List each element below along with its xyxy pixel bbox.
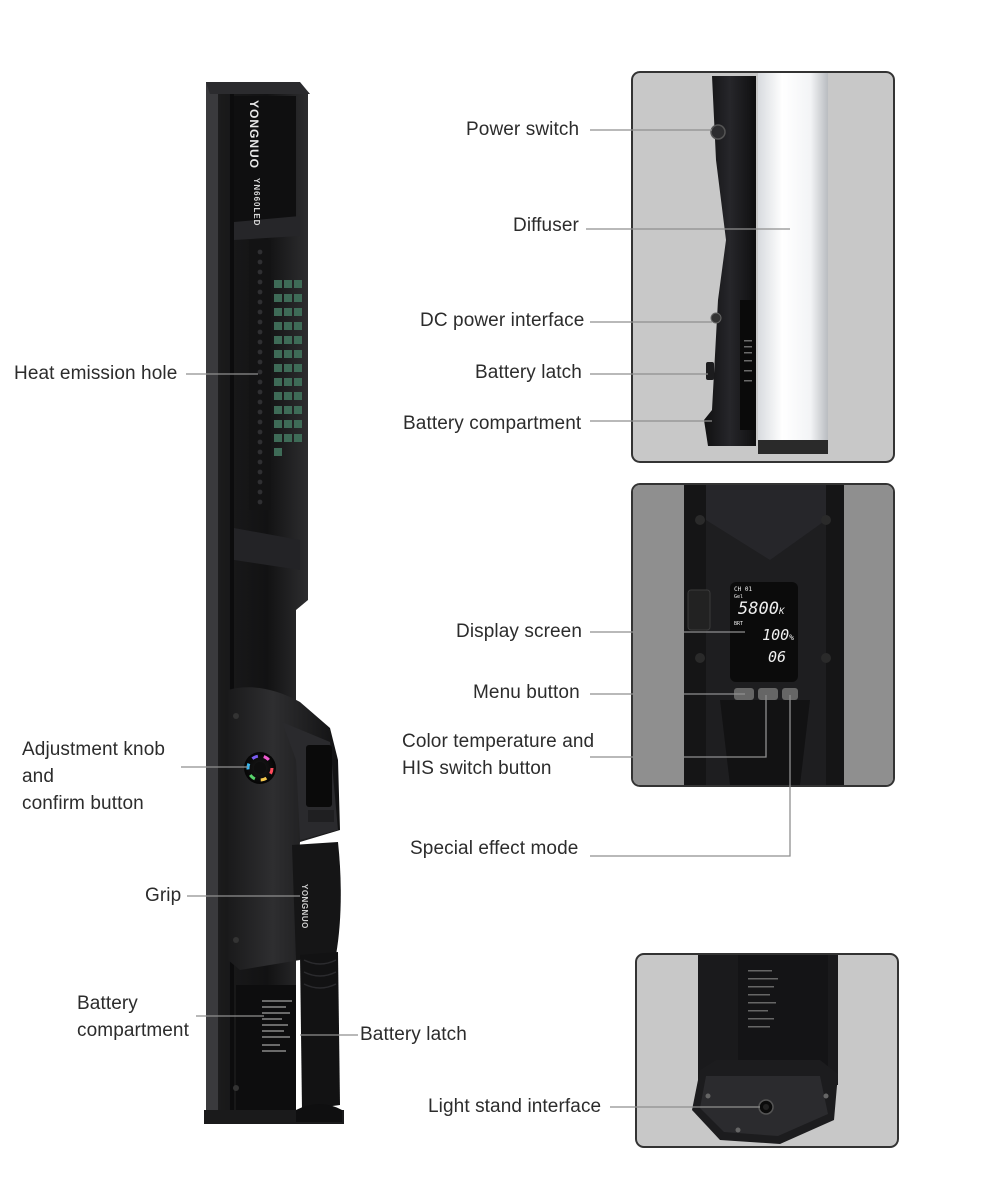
brand-logo: YONGNUO — [247, 100, 261, 170]
lcd-channel: CH 01 — [734, 586, 753, 593]
lcd-mode: Gel — [734, 594, 744, 600]
label-grip: Grip — [145, 885, 182, 906]
top-front-panel — [234, 96, 296, 226]
lcd-value3: 06 — [767, 648, 786, 666]
label-heat-emission-hole: Heat emission hole — [14, 363, 178, 384]
label-power-switch: Power switch — [466, 119, 580, 140]
power-switch-knob — [710, 124, 726, 140]
label-menu-button: Menu button — [473, 682, 580, 703]
lcd-brightness-unit: % — [789, 633, 794, 642]
lcd-brightness: 100 — [762, 626, 790, 644]
lcd-content: CH 01 Gel 5800K BRT 100% 06 — [734, 586, 796, 680]
label-battery-compartment-main: Battery compartment — [77, 993, 189, 1041]
label-diffuser: Diffuser — [513, 215, 579, 236]
lcd-cct-unit: K — [778, 607, 785, 617]
heat-emission-holes — [257, 249, 263, 505]
body-display — [306, 745, 332, 807]
heat-hole-strip — [249, 240, 271, 510]
leader-lines — [181, 129, 791, 1108]
grip-brand-logo: YONGNUO — [300, 884, 309, 929]
label-light-stand-interface: Light stand interface — [428, 1096, 602, 1117]
label-battery-latch-side: Battery latch — [475, 362, 582, 383]
cct-btn-shape — [758, 688, 778, 700]
dc-port — [710, 312, 722, 324]
lcd-screen — [730, 582, 798, 682]
label-adjustment-knob: Adjustment knob and confirm button — [22, 739, 166, 814]
grip-handle — [292, 842, 341, 960]
lcd-cct-value: 5800 — [738, 599, 779, 619]
fx-btn-shape — [782, 688, 798, 700]
latch — [706, 362, 714, 380]
diffuser-tube — [758, 73, 828, 453]
body-edge-highlight — [206, 82, 218, 1122]
green-icon-grid — [274, 280, 302, 456]
label-special-effect-mode: Special effect mode — [410, 838, 579, 859]
label-battery-latch-main: Battery latch — [360, 1024, 467, 1045]
label-display-screen: Display screen — [456, 621, 583, 642]
battery-compartment-body — [236, 985, 296, 1110]
label-color-temp-button: Color temperature and HIS switch button — [402, 731, 595, 779]
model-label: YN660LED — [252, 178, 261, 227]
lcd-bri-small: BRT — [734, 621, 744, 627]
label-dc-power-interface: DC power interface — [420, 310, 585, 331]
label-battery-compartment-side: Battery compartment — [403, 413, 582, 434]
